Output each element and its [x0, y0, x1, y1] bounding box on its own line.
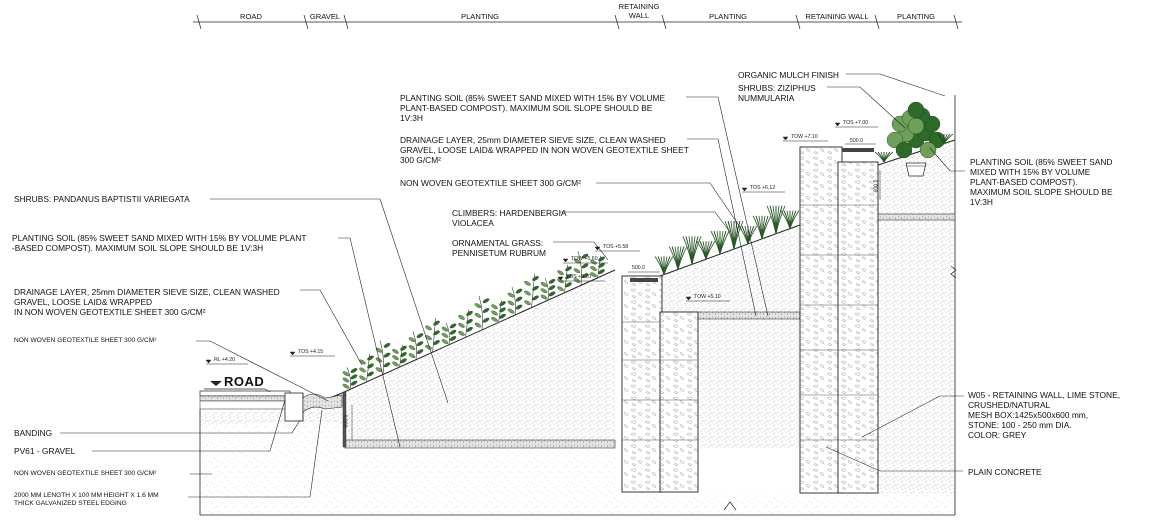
note-mulch: ORGANIC MULCH FINISH: [738, 70, 839, 80]
zone-road: ROAD: [240, 12, 262, 21]
note-geotextile-left-1: NON WOVEN GEOTEXTILE SHEET 300 G/CM²: [14, 337, 157, 344]
grass-mark: [780, 210, 800, 229]
grass-mark: [710, 230, 730, 255]
note-steel-edging: 2000 MM LENGTH X 100 MM HEIGHT X 1.6 MM …: [14, 492, 159, 507]
level-tow-710: TOW +7.10: [791, 134, 818, 140]
leader-lines: [60, 73, 965, 498]
soil-body: [200, 140, 955, 493]
note-ornamental-grass: ORNAMENTAL GRASS: PENNISETUM RUBRUM: [452, 238, 546, 258]
note-geotextile-mid: NON WOVEN GEOTEXTILE SHEET 300 G/CM²: [400, 178, 581, 188]
level-tos-700: TOS +7.00: [843, 120, 869, 126]
zone-gravel: GRAVEL: [309, 12, 341, 21]
note-planting-soil-mid: PLANTING SOIL (85% SWEET SAND MIXED WITH…: [400, 93, 666, 123]
grass-mark: [874, 151, 894, 163]
plain-concrete-base: [200, 95, 957, 516]
level-markers: [205, 122, 878, 365]
shrub-mark: [392, 345, 407, 368]
planting-layer: [342, 101, 954, 390]
note-retaining-wall: W05 - RETAINING WALL, LIME STONE, CRUSHE…: [968, 390, 1121, 440]
note-banding: BANDING: [14, 428, 53, 438]
zone-planting-3: PLANTING: [897, 12, 935, 21]
shrub-mark: [540, 278, 556, 301]
shrub-mark: [474, 295, 490, 330]
note-climbers: CLIMBERS: HARDENBERGIA VIOLACEA: [452, 208, 567, 228]
dim-500-a: 500.0: [632, 265, 645, 271]
shrub-mark: [441, 322, 457, 345]
note-geotextile-left-2: NON WOVEN GEOTEXTILE SHEET 300 G/CM²: [14, 470, 157, 477]
grass-mark: [668, 246, 688, 270]
zone-retaining-wall-1: RETAINING WALL: [618, 2, 660, 20]
level-tos-612: TOS +6.12: [750, 185, 776, 191]
shrub-mark: [408, 331, 424, 360]
note-gravel: PV61 - GRAVEL: [14, 446, 76, 456]
grass-mark: [934, 133, 954, 145]
shrub-mark: [359, 353, 374, 383]
note-drainage-layer-mid: DRAINAGE LAYER, 25mm DIAMETER SIEVE SIZE…: [400, 135, 689, 165]
level-tow-560: TOW +5.60: [571, 256, 598, 262]
shrub-mark: [342, 367, 358, 390]
level-tow-510: TOW +5.10: [694, 294, 721, 300]
shrub-mark: [458, 309, 473, 338]
note-shrubs-pandanus: SHRUBS: PANDANUS BAPTISTII VARIEGATA: [14, 194, 190, 204]
zone-planting-2: PLANTING: [709, 12, 747, 21]
grass-mark: [752, 215, 772, 239]
level-rl-420: RL +4.20: [214, 357, 236, 363]
grass-mark: [654, 256, 674, 275]
shrub-mark: [375, 340, 391, 375]
dim-600-b: 600.0: [873, 179, 880, 193]
grass-mark: [724, 220, 744, 250]
dimension-ticks: [351, 143, 881, 440]
planter-pot: [905, 162, 927, 177]
note-drainage-layer-left: DRAINAGE LAYER, 25mm DIAMETER SIEVE SIZE…: [14, 287, 280, 317]
grass-mark: [696, 240, 716, 260]
retaining-wall-1: [621, 275, 699, 493]
road-tag: ROAD: [224, 374, 265, 389]
shrub-mark: [491, 300, 506, 323]
zone-planting-1: PLANTING: [461, 12, 499, 21]
dim-500-b: 500.0: [850, 138, 863, 144]
note-planting-soil-left: PLANTING SOIL (85% SWEET SAND MIXED WITH…: [12, 233, 307, 253]
shrub-mark: [425, 318, 440, 353]
road-build-up: [199, 381, 347, 515]
shrub-mark: [507, 286, 523, 316]
tree-mark: [886, 101, 946, 159]
note-shrubs-ziziphus: SHRUBS: ZIZIPHUS NUMMULARIA: [738, 83, 816, 103]
grass-mark: [766, 205, 786, 234]
level-tos-520: TOS +5.20: [566, 274, 592, 280]
zone-dimension-line: [193, 14, 962, 30]
note-plain-concrete: PLAIN CONCRETE: [968, 467, 1042, 477]
note-planting-soil-right: PLANTING SOIL (85% SWEET SAND MIXED WITH…: [970, 157, 1113, 207]
grass-mark: [682, 236, 702, 265]
retaining-wall-2: [799, 146, 879, 494]
shrub-mark: [590, 255, 605, 278]
shrub-mark: [573, 251, 589, 286]
level-tos-415: TOS +4.15: [298, 349, 324, 355]
shrub-mark: [524, 273, 539, 308]
dim-600-a: 600.0: [343, 414, 350, 428]
zone-retaining-wall-2: RETAINING WALL: [805, 12, 869, 21]
level-tos-558: TOS +5.58: [603, 244, 629, 250]
